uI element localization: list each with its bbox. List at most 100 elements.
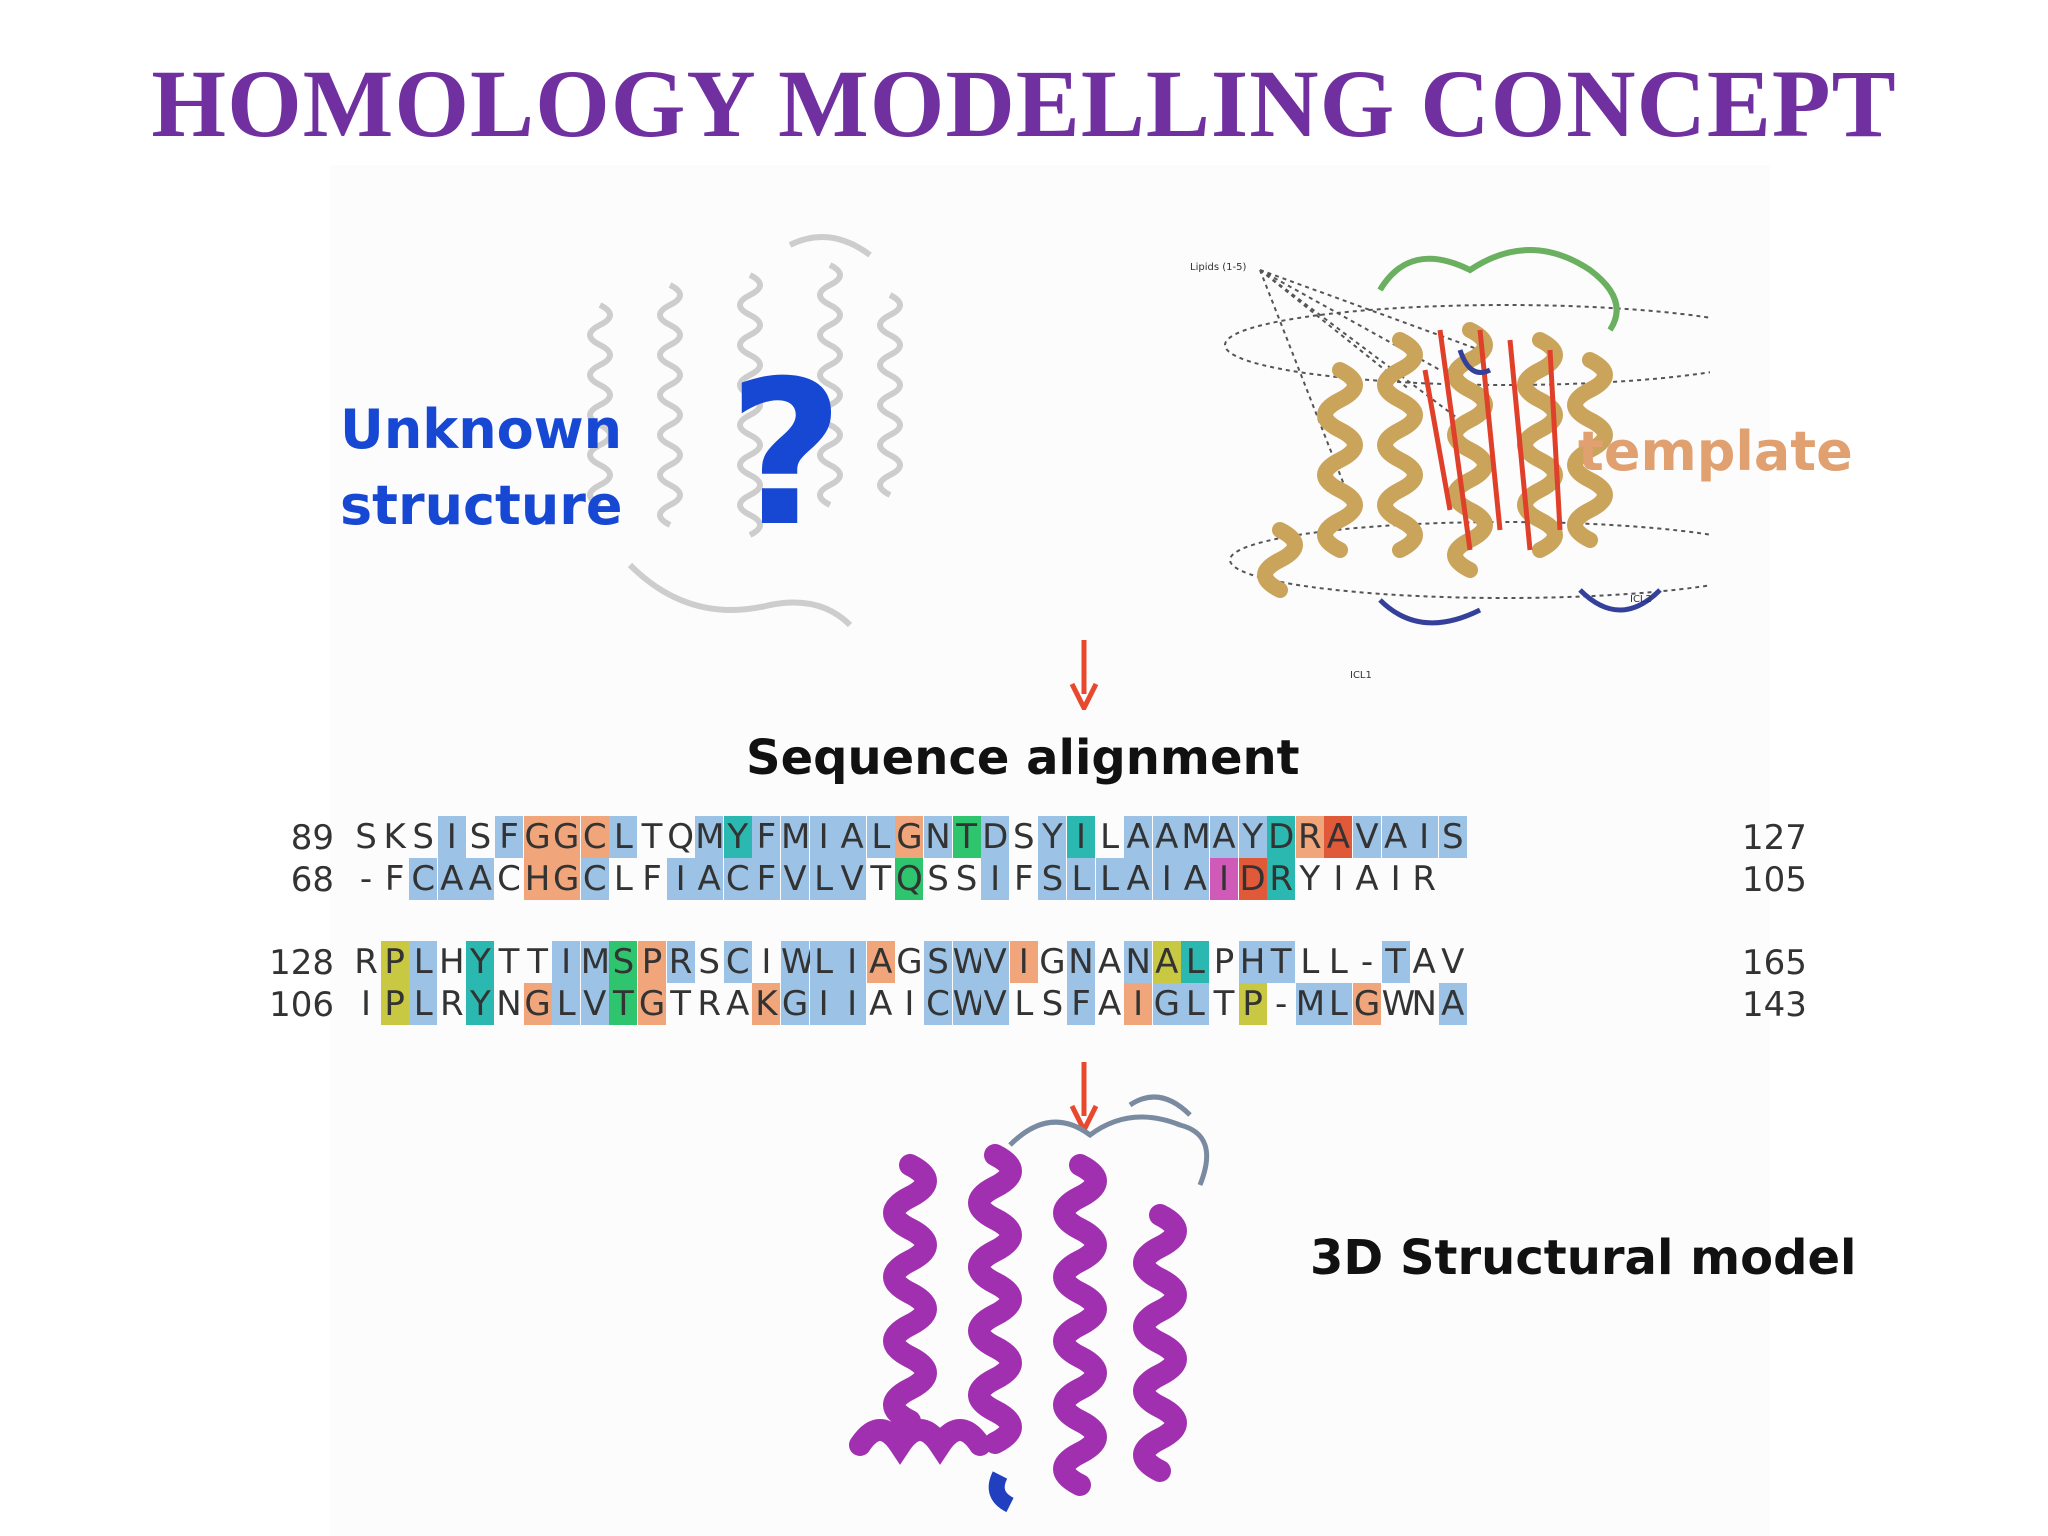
residue: C xyxy=(580,858,609,900)
residue: Y xyxy=(466,941,495,983)
residue: L xyxy=(1014,984,1034,1024)
alignment-end-number: 105 xyxy=(1742,860,1807,900)
residue: - xyxy=(359,859,373,899)
residue: I xyxy=(666,858,695,900)
residue: A xyxy=(695,858,724,900)
residue: I xyxy=(1067,816,1095,858)
residue: L xyxy=(613,859,633,899)
residue: S xyxy=(1013,817,1035,857)
residue: M xyxy=(580,941,611,983)
residue: S xyxy=(609,941,638,983)
residue: V xyxy=(1441,942,1465,982)
residue: T xyxy=(952,816,981,858)
residue: A xyxy=(1097,984,1122,1024)
residue: M xyxy=(1295,983,1326,1025)
residue: V xyxy=(580,983,609,1025)
residue: L xyxy=(409,983,438,1025)
residue: L xyxy=(409,941,438,983)
residue: N xyxy=(1124,941,1153,983)
residue: V xyxy=(838,858,867,900)
residue: A xyxy=(1324,816,1353,858)
residue: G xyxy=(1039,942,1066,982)
alignment-start-number: 106 xyxy=(269,985,334,1025)
residue: C xyxy=(723,941,752,983)
residue: D xyxy=(1267,816,1296,858)
residue: P xyxy=(380,983,409,1025)
residue: S xyxy=(1041,984,1064,1024)
residue: M xyxy=(781,816,811,858)
residue: L xyxy=(809,858,838,900)
residue: A xyxy=(1181,858,1210,900)
lipids-annotation: Lipids (1-5) xyxy=(1190,262,1246,273)
arrow-down-icon-1 xyxy=(1069,640,1099,710)
residue: R xyxy=(1295,816,1324,858)
residue: T xyxy=(641,817,663,857)
residue: A xyxy=(838,816,867,858)
residue: H xyxy=(523,858,552,900)
residue: T xyxy=(527,942,548,982)
residue: L xyxy=(1328,942,1348,982)
residue: L xyxy=(809,941,838,983)
residue: A xyxy=(466,858,495,900)
residue: Y xyxy=(1299,859,1321,899)
residue: I xyxy=(838,941,867,983)
residue: I xyxy=(1124,983,1153,1025)
residue: I xyxy=(809,816,838,858)
residue: G xyxy=(638,983,666,1025)
alignment-start-number: 89 xyxy=(290,818,334,858)
residue: F xyxy=(1067,983,1095,1025)
residue: N xyxy=(924,816,952,858)
residue: V xyxy=(981,983,1010,1025)
residue: G xyxy=(896,942,923,982)
residue: I xyxy=(1009,941,1038,983)
residue: R xyxy=(697,984,721,1024)
residue: I xyxy=(1152,858,1181,900)
residue: P xyxy=(1238,983,1267,1025)
residue: S xyxy=(1038,858,1067,900)
template-structure-image: Lipids (1-5) ICL1 ICL2 xyxy=(1190,247,1710,681)
residue: M xyxy=(695,816,725,858)
residue: T xyxy=(609,983,638,1025)
sequence-alignment-title: Sequence alignment xyxy=(746,730,1300,786)
residue: G xyxy=(523,816,552,858)
alignment-start-number: 68 xyxy=(290,860,334,900)
residue: S xyxy=(698,942,720,982)
residue: L xyxy=(1324,983,1353,1025)
residue: G xyxy=(552,858,581,900)
residue: I xyxy=(761,942,772,982)
residue: I xyxy=(838,983,867,1025)
residue: T xyxy=(1381,941,1410,983)
residue: S xyxy=(412,817,434,857)
residue: L xyxy=(609,816,638,858)
residue: A xyxy=(1438,983,1467,1025)
residue: L xyxy=(1300,942,1320,982)
alignment-start-number: 128 xyxy=(269,943,334,983)
residue: L xyxy=(1181,941,1210,983)
unknown-structure-label: Unknown structure xyxy=(340,392,623,544)
residue: F xyxy=(384,859,405,899)
residue: G xyxy=(523,983,552,1025)
residue: A xyxy=(1152,816,1181,858)
residue: A xyxy=(866,941,895,983)
residue: D xyxy=(1238,858,1267,900)
residue: I xyxy=(1390,859,1401,899)
residue: L xyxy=(1181,983,1210,1025)
residue: L xyxy=(552,983,581,1025)
residue: R xyxy=(666,941,695,983)
residue: N xyxy=(1067,941,1095,983)
residue: P xyxy=(1213,942,1235,982)
residue: V xyxy=(1353,816,1381,858)
residue: P xyxy=(380,941,409,983)
residue: W xyxy=(952,941,987,983)
residue: H xyxy=(439,942,465,982)
residue: A xyxy=(1097,942,1122,982)
residue: A xyxy=(1124,816,1153,858)
residue: Y xyxy=(723,816,752,858)
residue: G xyxy=(781,983,809,1025)
residue: T xyxy=(1267,941,1296,983)
residue: I xyxy=(904,984,915,1024)
